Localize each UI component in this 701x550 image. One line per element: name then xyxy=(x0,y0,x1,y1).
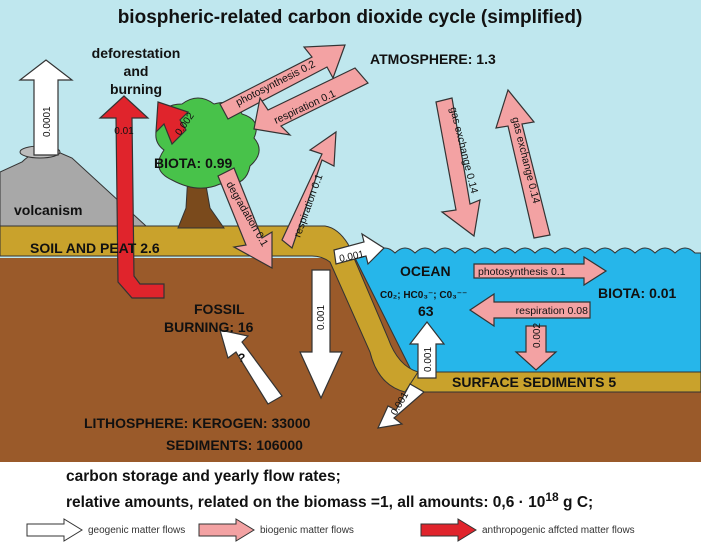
surface-sediments-label: SURFACE SEDIMENTS 5 xyxy=(452,374,616,390)
caption-line2-suffix: g C; xyxy=(558,494,594,512)
tree-crown xyxy=(155,97,260,189)
deforestation-label-line3: burning xyxy=(110,81,162,97)
biota-land-label: BIOTA: 0.99 xyxy=(154,155,233,171)
degradation-arrow xyxy=(217,167,273,270)
deforestation-label-line2: and xyxy=(124,63,149,79)
respiration-ocean-label: respiration 0.08 xyxy=(516,305,589,317)
volcanism-flow-arrow xyxy=(18,59,74,156)
soil-label: SOIL AND PEAT 2.6 xyxy=(30,240,160,256)
caption-line1: carbon storage and yearly flow rates; xyxy=(66,468,341,485)
diagram-title: biospheric-related carbon dioxide cycle … xyxy=(118,7,583,28)
gas-exchange-up-arrow xyxy=(495,88,551,239)
legend-geogenic-arrow-icon xyxy=(26,518,83,542)
legend-geogenic-label: geogenic matter flows xyxy=(88,524,186,536)
legend-anthropogenic-label: anthropogenic affcted matter flows xyxy=(482,524,635,536)
ocean-species-label: C0₂; HC0₃⁻; C0₃⁻⁻ xyxy=(380,290,467,301)
sediments-to-ocean-arrow xyxy=(408,321,446,379)
legend-anthropogenic-arrow-icon xyxy=(420,518,477,542)
biota-ocean-label: BIOTA: 0.01 xyxy=(598,285,677,301)
fossil-burning-flow-arrow xyxy=(98,95,165,299)
soil-to-lithosphere-label: 0.001 xyxy=(316,305,327,330)
soil-to-ocean-arrow xyxy=(333,232,385,266)
deforestation-label-line1: deforestation xyxy=(92,45,181,61)
respiration-soil-arrow xyxy=(281,130,337,250)
legend-biogenic: biogenic matter flows xyxy=(198,516,354,544)
photosynthesis-ocean-arrow xyxy=(473,255,608,287)
legend-anthropogenic: anthropogenic affcted matter flows xyxy=(420,516,635,544)
caption-exponent: 18 xyxy=(545,490,559,504)
legend-biogenic-label: biogenic matter flows xyxy=(260,524,354,536)
sediments-label: SEDIMENTS: 106000 xyxy=(166,437,303,453)
sediments-to-ocean-label: 0.001 xyxy=(423,347,434,372)
unknown-flow-arrow xyxy=(219,329,283,405)
fossil-label-line1: FOSSIL xyxy=(194,301,245,317)
legend-biogenic-arrow-icon xyxy=(198,518,255,542)
unknown-flow-label: ? xyxy=(238,351,245,365)
soil-region xyxy=(0,225,419,393)
caption-line2-prefix: relative amounts, related on the biomass… xyxy=(66,494,546,512)
ocean-sedimentation-label: 0.002 xyxy=(532,323,543,348)
fossil-burning-flow-label: 0.01 xyxy=(114,126,134,137)
soil-to-lithosphere-arrow xyxy=(299,269,343,400)
volcanism-label: volcanism xyxy=(14,202,82,218)
lithosphere-label: LITHOSPHERE: KEROGEN: 33000 xyxy=(84,415,311,431)
atmosphere-label: ATMOSPHERE: 1.3 xyxy=(370,51,496,67)
deforestation-flow-arrow xyxy=(155,101,190,146)
soil-to-ocean-label: 0.001 xyxy=(338,249,365,265)
photosynthesis-ocean-label: photosynthesis 0.1 xyxy=(478,266,566,278)
fossil-label-line2: BURNING: 16 xyxy=(164,319,254,335)
volcanism-flow-label: 0.0001 xyxy=(42,106,53,137)
photosynthesis-land-arrow xyxy=(219,44,346,120)
caption-line2: relative amounts, related on the biomass… xyxy=(66,490,593,512)
carbon-cycle-diagram: 0.0001 0.01 0.002 photosynthesis 0.2 res… xyxy=(0,0,701,462)
legend-geogenic: geogenic matter flows xyxy=(26,516,185,544)
respiration-land-upper-arrow xyxy=(253,67,369,136)
ocean-amount-label: 63 xyxy=(418,303,434,319)
respiration-ocean-arrow xyxy=(468,292,591,328)
ocean-label: OCEAN xyxy=(400,263,451,279)
sediments-to-lithosphere-arrow xyxy=(376,383,426,429)
gas-exchange-down-arrow xyxy=(435,97,481,238)
ocean-sedimentation-arrow xyxy=(514,325,558,371)
